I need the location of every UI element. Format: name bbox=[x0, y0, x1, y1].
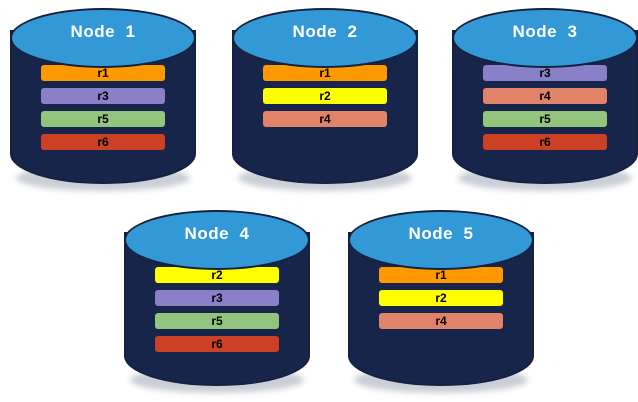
database-node[interactable]: Node 5 r1 r2 r4 bbox=[348, 210, 534, 393]
shard-bar[interactable]: r1 bbox=[263, 65, 387, 81]
shard-bar[interactable]: r5 bbox=[41, 111, 165, 127]
shard-bar[interactable]: r6 bbox=[155, 336, 279, 352]
shard-bar[interactable]: r5 bbox=[155, 313, 279, 329]
shard-bar[interactable]: r4 bbox=[379, 313, 503, 329]
shard-bar[interactable]: r1 bbox=[41, 65, 165, 81]
shard-bar[interactable]: r4 bbox=[263, 111, 387, 127]
cylinder-top-icon bbox=[452, 8, 638, 68]
cylinder-top-icon bbox=[348, 210, 534, 270]
node-title: Node 2 bbox=[292, 22, 358, 41]
cylinder-top-icon bbox=[124, 210, 310, 270]
cylinder-top-icon bbox=[232, 8, 418, 68]
shard-bar[interactable]: r6 bbox=[483, 134, 607, 150]
database-node[interactable]: Node 1 r1 r3 r5 r6 bbox=[10, 8, 196, 191]
shard-bar[interactable]: r3 bbox=[155, 290, 279, 306]
node-title: Node 1 bbox=[70, 22, 136, 41]
database-node[interactable]: Node 2 r1 r2 r4 bbox=[232, 8, 418, 191]
shard-bar[interactable]: r5 bbox=[483, 111, 607, 127]
shard-list: r3 r4 r5 r6 bbox=[452, 65, 638, 150]
database-node[interactable]: Node 3 r3 r4 r5 r6 bbox=[452, 8, 638, 191]
shard-bar[interactable]: r1 bbox=[379, 267, 503, 283]
cylinder-top-icon bbox=[10, 8, 196, 68]
shard-bar[interactable]: r3 bbox=[483, 65, 607, 81]
shard-bar[interactable]: r2 bbox=[379, 290, 503, 306]
shard-bar[interactable]: r4 bbox=[483, 88, 607, 104]
shard-list: r1 r2 r4 bbox=[232, 65, 418, 127]
shard-list: r2 r3 r5 r6 bbox=[124, 267, 310, 352]
database-node[interactable]: Node 4 r2 r3 r5 r6 bbox=[124, 210, 310, 393]
shard-bar[interactable]: r6 bbox=[41, 134, 165, 150]
shard-list: r1 r2 r4 bbox=[348, 267, 534, 329]
shard-bar[interactable]: r2 bbox=[155, 267, 279, 283]
node-title: Node 4 bbox=[184, 224, 250, 243]
shard-list: r1 r3 r5 r6 bbox=[10, 65, 196, 150]
node-title: Node 5 bbox=[408, 224, 474, 243]
shard-bar[interactable]: r2 bbox=[263, 88, 387, 104]
shard-bar[interactable]: r3 bbox=[41, 88, 165, 104]
node-title: Node 3 bbox=[512, 22, 578, 41]
